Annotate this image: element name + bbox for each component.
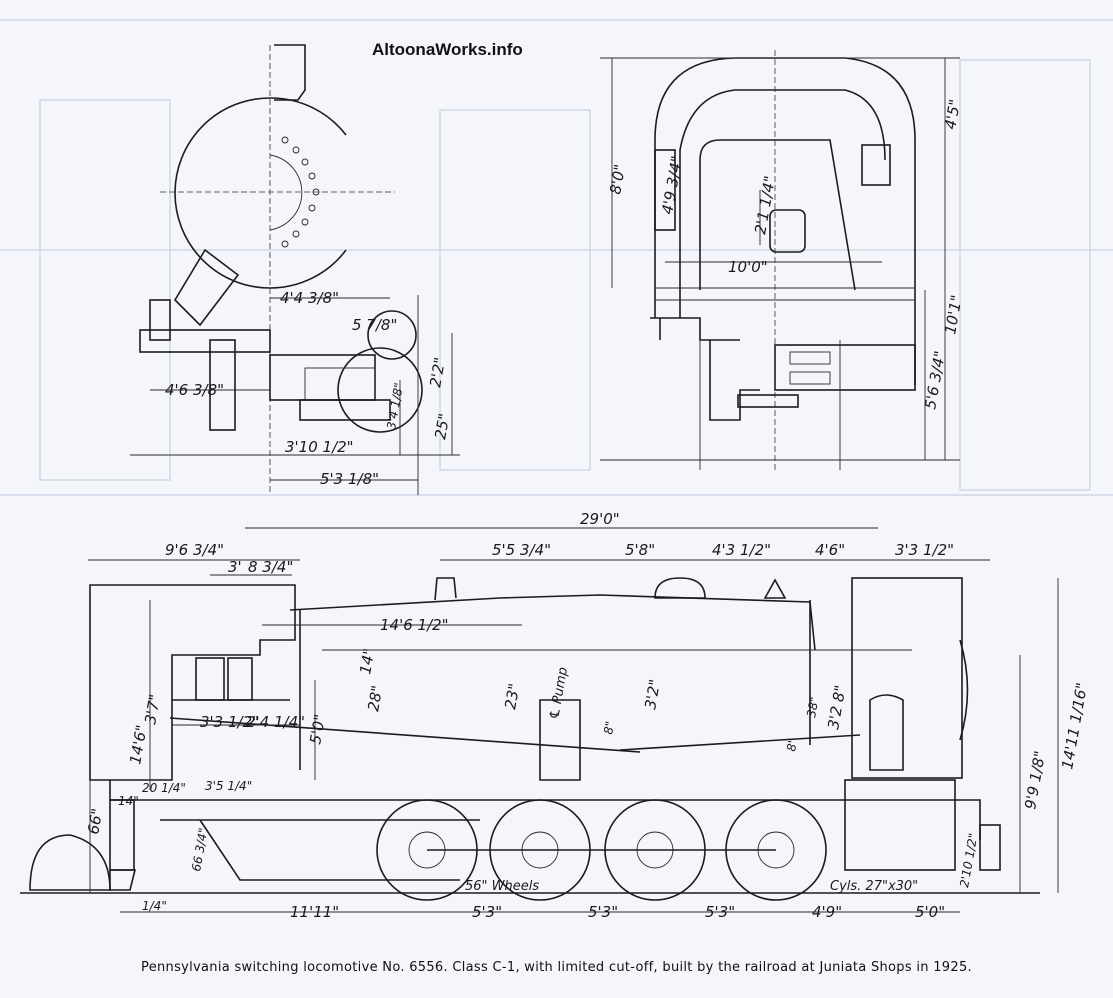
rear-dim-2: 4'5" — [941, 98, 964, 131]
side-body-dim-19: 66" — [84, 807, 106, 836]
figure-caption: Pennsylvania switching locomotive No. 65… — [141, 960, 972, 975]
rear-dim-1: 8'0" — [606, 163, 629, 196]
front-dim-5: 3'4 1/8" — [384, 382, 406, 431]
side-view: 29'0" 9'6 3/4" 3' 8 3/4" 5'5 3/4" 5'8" 4… — [20, 510, 1091, 921]
side-body-dim-17: 3'5 1/4" — [205, 779, 252, 793]
side-dim-cab-length: 9'6 3/4" — [165, 541, 224, 559]
side-body-dim-9: 14'6" — [126, 724, 151, 766]
front-dim-8: 5'3 1/8" — [320, 470, 379, 488]
side-body-dim-7: 5'0" — [306, 713, 329, 746]
front-dim-7: 3'10 1/2" — [285, 438, 354, 456]
side-body-dim-11: 3'2 8" — [824, 684, 849, 731]
side-body-dim-1: 14" — [356, 647, 378, 676]
side-body-dim-5: 3'3 1/2" — [200, 713, 259, 731]
side-dim-4-3: 4'3 1/2" — [712, 541, 771, 559]
side-dim-3-3: 3'3 1/2" — [895, 541, 954, 559]
side-body-dim-20: 66 3/4" — [189, 827, 210, 873]
side-dim-overall: 29'0" — [580, 510, 620, 528]
side-bottom-dim-7: 5'0" — [915, 903, 945, 921]
side-dim-tank: 14'6 1/2" — [380, 616, 449, 634]
front-dim-1: 4'4 3/8" — [280, 289, 339, 307]
side-bottom-dim-6: 4'9" — [812, 903, 842, 921]
rear-dim-3: 4'9 3/4" — [658, 154, 686, 215]
side-body-dim-2: 28" — [364, 684, 386, 713]
side-bottom-dim-1: 1/4" — [142, 899, 167, 913]
side-body-dim-6: 2'4 1/4" — [246, 713, 305, 731]
side-dim-3ft: 3' — [228, 558, 242, 576]
side-body-dim-10: 38" — [804, 696, 821, 719]
side-bottom-dim-5: 5'3" — [705, 903, 735, 921]
side-body-dim-4: 3'2" — [641, 678, 664, 711]
driving-wheels — [376, 799, 827, 901]
rear-view: 8'0" 4'5" 4'9 3/4" 2'1 1/4" 10'0" 10'1" … — [600, 50, 966, 470]
side-dim-4-6: 4'6" — [815, 541, 845, 559]
cylinders-note: Cyls. 27"x30" — [830, 879, 918, 894]
rear-dim-5: 10'0" — [728, 258, 768, 276]
pump-note: ℄ Pump — [547, 666, 571, 721]
side-body-dim-13: 8" — [784, 737, 800, 752]
side-body-dim-14: 14'11 1/16" — [1058, 681, 1091, 770]
side-body-dim-12: 8" — [601, 720, 617, 735]
front-dim-4: 4'6 3/8" — [165, 381, 224, 399]
side-body-dim-21: 2'10 1/2" — [957, 832, 980, 888]
side-bottom-dim-3: 5'3" — [472, 903, 502, 921]
side-body-dim-18: 14" — [118, 794, 139, 808]
background-bleedthrough — [0, 19, 1113, 496]
side-body-dim-3: 23" — [501, 682, 523, 711]
side-bottom-dim-4: 5'3" — [588, 903, 618, 921]
watermark-text: AltoonaWorks.info — [372, 40, 523, 59]
front-dim-3: 2'2" — [426, 356, 449, 389]
side-body-dim-8: 3'7" — [141, 693, 164, 726]
front-dim-2: 5 7/8" — [352, 316, 397, 334]
side-body-dim-15: 9'9 1/8" — [1021, 749, 1049, 810]
side-dim-5-8: 5'8" — [625, 541, 655, 559]
wheels-note: 56" Wheels — [465, 879, 539, 894]
front-view: 4'4 3/8" 5 7/8" 2'2" 4'6 3/8" 3'4 1/8" 2… — [130, 44, 460, 495]
side-bottom-dim-2: 11'11" — [290, 903, 339, 921]
side-body-dim-16: 20 1/4" — [142, 781, 186, 795]
side-dim-5-5: 5'5 3/4" — [492, 541, 551, 559]
front-dim-6: 25" — [431, 412, 453, 441]
side-dim-8-34: 8 3/4" — [248, 558, 293, 576]
